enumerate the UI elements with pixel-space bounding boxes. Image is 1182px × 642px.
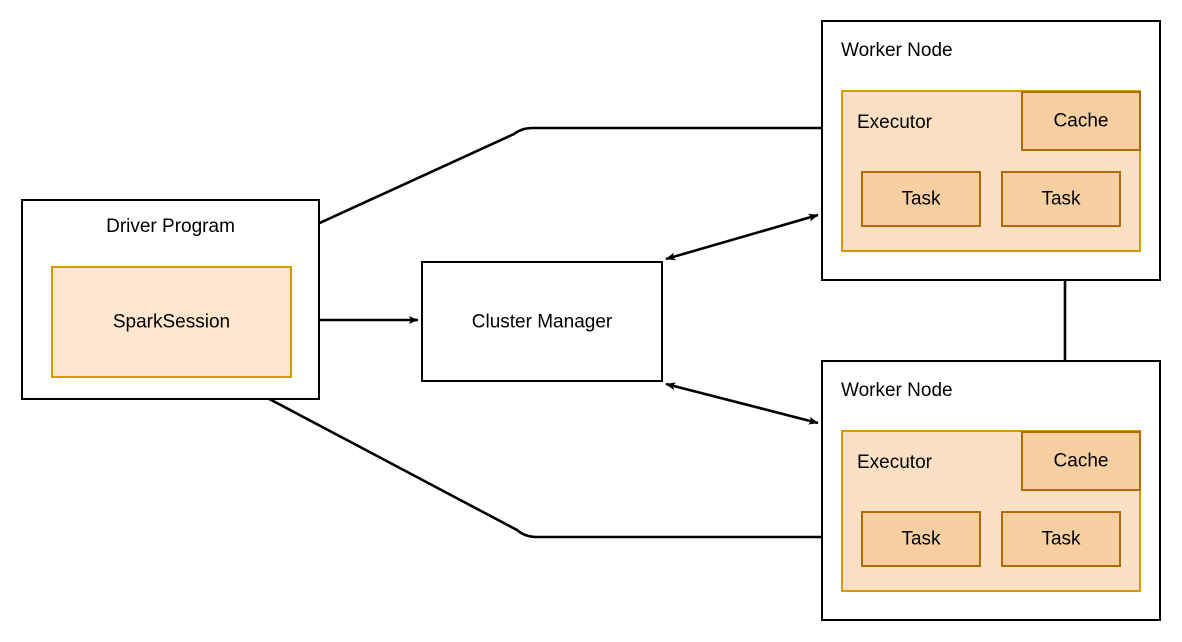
worker-node-2-task-1-label: Task <box>901 528 941 550</box>
worker-node-1-executor-label: Executor <box>857 112 932 133</box>
worker-node-2-executor-label: Executor <box>857 452 932 473</box>
cluster-manager-box[interactable]: Cluster Manager <box>421 261 663 382</box>
edge-cluster-manager-worker2 <box>665 382 819 425</box>
edge-worker2-to-driver <box>240 382 821 539</box>
worker-node-2-cache-box[interactable]: Cache <box>1021 431 1141 491</box>
worker-node-1-task-2-label: Task <box>1041 188 1081 210</box>
worker-node-2-label: Worker Node <box>841 380 953 401</box>
cluster-manager-label: Cluster Manager <box>471 311 613 332</box>
driver-program-label: Driver Program <box>106 216 235 237</box>
sparksession-box[interactable]: SparkSession <box>51 266 292 378</box>
worker-node-1-cache-box[interactable]: Cache <box>1021 91 1141 151</box>
edge-worker1-to-driver <box>240 126 821 261</box>
edge-cluster-manager-worker1 <box>665 213 819 261</box>
worker-node-1-task-2-box[interactable]: Task <box>1001 171 1121 227</box>
worker-node-1-cache-label: Cache <box>1053 110 1109 132</box>
worker-node-1-label: Worker Node <box>841 40 953 61</box>
worker-node-2-cache-label: Cache <box>1053 450 1109 472</box>
worker-node-2-task-2-box[interactable]: Task <box>1001 511 1121 567</box>
worker-node-2-task-2-label: Task <box>1041 528 1081 550</box>
worker-node-2-task-1-box[interactable]: Task <box>861 511 981 567</box>
sparksession-label: SparkSession <box>112 311 231 333</box>
worker-node-1-task-1-label: Task <box>901 188 941 210</box>
worker-node-1-task-1-box[interactable]: Task <box>861 171 981 227</box>
